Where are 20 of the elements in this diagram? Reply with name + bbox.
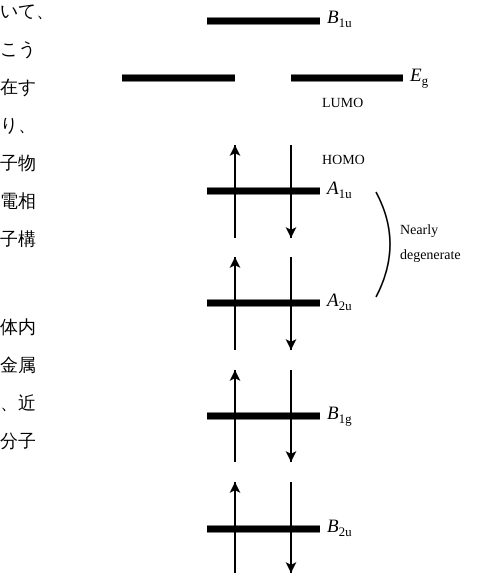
body-text: 体内 (0, 318, 36, 338)
symmetry-label: E$_{g}$ (410, 66, 428, 88)
body-text: り、 (0, 116, 36, 136)
body-text: 、近 (0, 394, 36, 414)
symmetry-label: B$_{1g}$ (327, 404, 352, 426)
symmetry-label: A$_{2u}$ (327, 291, 352, 314)
body-text: 在す (0, 78, 36, 98)
body-text: 金属 (0, 356, 36, 376)
body-text: こう (0, 40, 36, 60)
body-text: 子物 (0, 154, 36, 174)
symmetry-label: B$_{2u}$ (327, 517, 352, 540)
symmetry-label: B$_{1u}$ (327, 8, 352, 30)
body-text: 分子 (0, 432, 36, 452)
annotation: LUMO (322, 96, 364, 112)
symmetry-label: A$_{1u}$ (327, 179, 352, 202)
body-text: 子構 (0, 230, 36, 250)
annotation: HOMO (322, 153, 365, 168)
body-text: いて、 (0, 2, 54, 22)
annotation: Nearly degenerate (400, 222, 462, 265)
body-text: 電相 (0, 192, 36, 212)
